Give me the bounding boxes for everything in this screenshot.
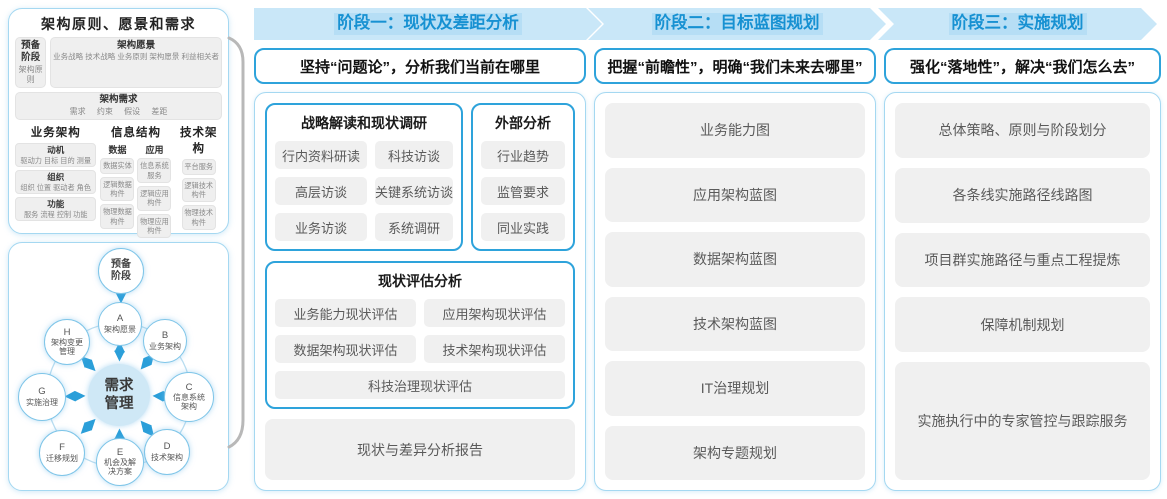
organization-chip: 组织 组织 位置 驱动者 角色 xyxy=(15,170,97,195)
chip: 业务访谈 xyxy=(275,213,367,241)
app-item: 物理应用构件 xyxy=(137,213,172,239)
chip: 保障机制规划 xyxy=(895,297,1150,353)
chip: 科技访谈 xyxy=(375,141,453,169)
motivation-chip: 动机 驱动力 目标 目的 测量 xyxy=(15,143,97,168)
tech-item: 逻辑技术构件 xyxy=(181,177,216,203)
data-item: 物理数据构件 xyxy=(100,204,135,229)
chip: 项目群实施路径与重点工程提炼 xyxy=(895,232,1150,288)
chip: 技术架构蓝图 xyxy=(605,296,865,351)
adm-center-requirements: 需求管理 xyxy=(88,364,150,426)
center-f-arrow xyxy=(80,418,96,434)
external-analysis-box: 外部分析 行业趋势 监管要求 同业实践 xyxy=(471,103,575,251)
phase-3-subtitle: 强化“落地性”，解决“我们怎么去” xyxy=(884,48,1161,84)
left-bracket xyxy=(227,36,245,449)
chip: 应用架构蓝图 xyxy=(605,167,865,222)
phase-1-banner-label: 阶段一：现状及差距分析 xyxy=(334,13,522,34)
center-d-arrow xyxy=(140,420,155,437)
vision-sub: 业务战略 技术战略 业务原则 架构愿景 利益相关者 xyxy=(53,52,219,62)
phase-1-subtitle: 坚持“问题论”，分析我们当前在哪里 xyxy=(254,48,586,84)
chip: IT治理规划 xyxy=(605,361,865,416)
app-item: 逻辑应用构件 xyxy=(137,185,172,211)
prep-sub: 架构原则 xyxy=(18,64,43,85)
adm-cycle-panel: 预备阶段 A 架构愿景 B 业务架构 C 信息系统架构 D 技术架构 E 机会及… xyxy=(8,242,229,491)
chip: 高层访谈 xyxy=(275,177,367,205)
app-subcolumn: 应用 信息系统服务 逻辑应用构件 物理应用构件 xyxy=(137,143,172,241)
info-structure-title: 信息结构 xyxy=(110,127,161,140)
tech-item: 物理技术构件 xyxy=(181,205,216,230)
adm-node-h: H 架构变更管理 xyxy=(44,319,90,365)
chip: 行内资料研读 xyxy=(275,141,367,169)
adm-node-b: B 业务架构 xyxy=(143,319,187,363)
adm-node-d: D 技术架构 xyxy=(144,429,190,475)
phase-3-banner-label: 阶段三：实施规划 xyxy=(949,13,1087,34)
chip: 系统调研 xyxy=(375,213,453,241)
left-column: 架构原则、愿景和需求 预备阶段 架构原则 架构愿景 业务战略 技术战略 业务原则… xyxy=(8,8,229,491)
research-title: 战略解读和现状调研 xyxy=(301,115,427,131)
chip: 关键系统访谈 xyxy=(375,177,453,205)
info-structure-column: 信息结构 数据 数据实体 逻辑数据构件 物理数据构件 应用 信息系统服务 逻辑应… xyxy=(100,123,172,241)
requirements-title: 架构需求 xyxy=(99,94,138,106)
assessment-title: 现状评估分析 xyxy=(378,273,462,289)
phases-area: 阶段一：现状及差距分析 坚持“问题论”，分析我们当前在哪里 战略解读和现状调研 … xyxy=(254,8,1161,491)
phase-2-banner-label: 阶段二：目标蓝图规划 xyxy=(652,13,823,34)
phase-1-content: 战略解读和现状调研 行内资料研读 科技访谈 高层访谈 关键系统访谈 业务访谈 系… xyxy=(254,92,586,491)
vision-title: 架构愿景 xyxy=(117,40,156,51)
phase-2-column: 阶段二：目标蓝图规划 把握“前瞻性”，明确“我们未来去哪里” 业务能力图 应用架… xyxy=(594,8,876,491)
phase-3-column: 阶段三：实施规划 强化“落地性”，解决“我们怎么去” 总体策略、原则与阶段划分 … xyxy=(884,8,1161,491)
data-item: 逻辑数据构件 xyxy=(100,176,135,202)
phase-3-content: 总体策略、原则与阶段划分 各条线实施路径线路图 项目群实施路径与重点工程提炼 保… xyxy=(884,92,1161,491)
tech-arch-title: 技术架构 xyxy=(179,127,218,156)
chip: 监管要求 xyxy=(481,177,565,205)
adm-node-e: E 机会及解决方案 xyxy=(96,438,144,486)
gap-analysis-report-chip: 现状与差异分析报告 xyxy=(265,419,575,480)
chip: 实施执行中的专家管控与跟踪服务 xyxy=(895,362,1150,480)
architecture-columns: 业务架构 动机 驱动力 目标 目的 测量 组织 组织 位置 驱动者 角色 功能 … xyxy=(15,123,222,241)
principles-panel: 架构原则、愿景和需求 预备阶段 架构原则 架构愿景 业务战略 技术战略 业务原则… xyxy=(8,8,229,282)
prep-vision-row: 预备阶段 架构原则 架构愿景 业务战略 技术战略 业务原则 架构愿景 利益相关者 xyxy=(15,37,222,89)
app-item: 信息系统服务 xyxy=(137,158,172,183)
business-arch-column: 业务架构 动机 驱动力 目标 目的 测量 组织 组织 位置 驱动者 角色 功能 … xyxy=(15,123,97,241)
center-h-arrow xyxy=(80,356,96,372)
adm-node-g: G 实施治理 xyxy=(18,373,66,421)
research-box: 战略解读和现状调研 行内资料研读 科技访谈 高层访谈 关键系统访谈 业务访谈 系… xyxy=(265,103,463,251)
adm-circle-prep: 预备阶段 xyxy=(98,248,144,294)
chip: 数据架构现状评估 xyxy=(275,335,416,363)
data-item: 数据实体 xyxy=(100,158,135,174)
chip: 行业趋势 xyxy=(481,141,565,169)
chip: 应用架构现状评估 xyxy=(424,299,565,327)
external-analysis-title: 外部分析 xyxy=(495,115,551,131)
data-subcolumn: 数据 数据实体 逻辑数据构件 物理数据构件 xyxy=(100,143,135,241)
phase-2-banner: 阶段二：目标蓝图规划 xyxy=(588,8,886,40)
chip: 数据架构蓝图 xyxy=(605,232,865,287)
principles-title: 架构原则、愿景和需求 xyxy=(41,16,196,32)
tech-arch-column: 技术架构 平台服务 逻辑技术构件 物理技术构件 xyxy=(175,123,222,241)
adm-node-c: C 信息系统架构 xyxy=(164,372,214,422)
phase-1-banner: 阶段一：现状及差距分析 xyxy=(254,8,602,40)
phase-1-column: 阶段一：现状及差距分析 坚持“问题论”，分析我们当前在哪里 战略解读和现状调研 … xyxy=(254,8,586,491)
phase-2-subtitle: 把握“前瞻性”，明确“我们未来去哪里” xyxy=(594,48,876,84)
phase-3-banner: 阶段三：实施规划 xyxy=(878,8,1157,40)
chip: 技术架构现状评估 xyxy=(424,335,565,363)
prep-phase-box: 预备阶段 架构原则 xyxy=(15,37,47,89)
tech-item: 平台服务 xyxy=(181,159,216,175)
requirements-sub: 需求 约束 假设 差距 xyxy=(69,106,168,116)
chip: 业务能力图 xyxy=(605,103,865,158)
adm-node-f: F 迁移规划 xyxy=(39,430,85,476)
prep-title: 预备阶段 xyxy=(21,40,41,64)
requirements-box: 架构需求 需求 约束 假设 差距 xyxy=(15,92,222,121)
chip: 总体策略、原则与阶段划分 xyxy=(895,103,1150,158)
chip: 同业实践 xyxy=(481,213,565,241)
chip: 架构专题规划 xyxy=(605,425,865,480)
phase-2-content: 业务能力图 应用架构蓝图 数据架构蓝图 技术架构蓝图 IT治理规划 架构专题规划 xyxy=(594,92,876,491)
assessment-box: 现状评估分析 业务能力现状评估 应用架构现状评估 数据架构现状评估 技术架构现状… xyxy=(265,261,575,409)
adm-node-a: A 架构愿景 xyxy=(98,302,142,346)
chip: 科技治理现状评估 xyxy=(275,371,565,399)
chip: 业务能力现状评估 xyxy=(275,299,416,327)
business-arch-title: 业务架构 xyxy=(30,127,81,140)
function-chip: 功能 服务 流程 控制 功能 xyxy=(15,197,97,222)
vision-box: 架构愿景 业务战略 技术战略 业务原则 架构愿景 利益相关者 xyxy=(50,37,222,89)
center-g-arrow xyxy=(64,390,86,402)
chip: 各条线实施路径线路图 xyxy=(895,167,1150,223)
